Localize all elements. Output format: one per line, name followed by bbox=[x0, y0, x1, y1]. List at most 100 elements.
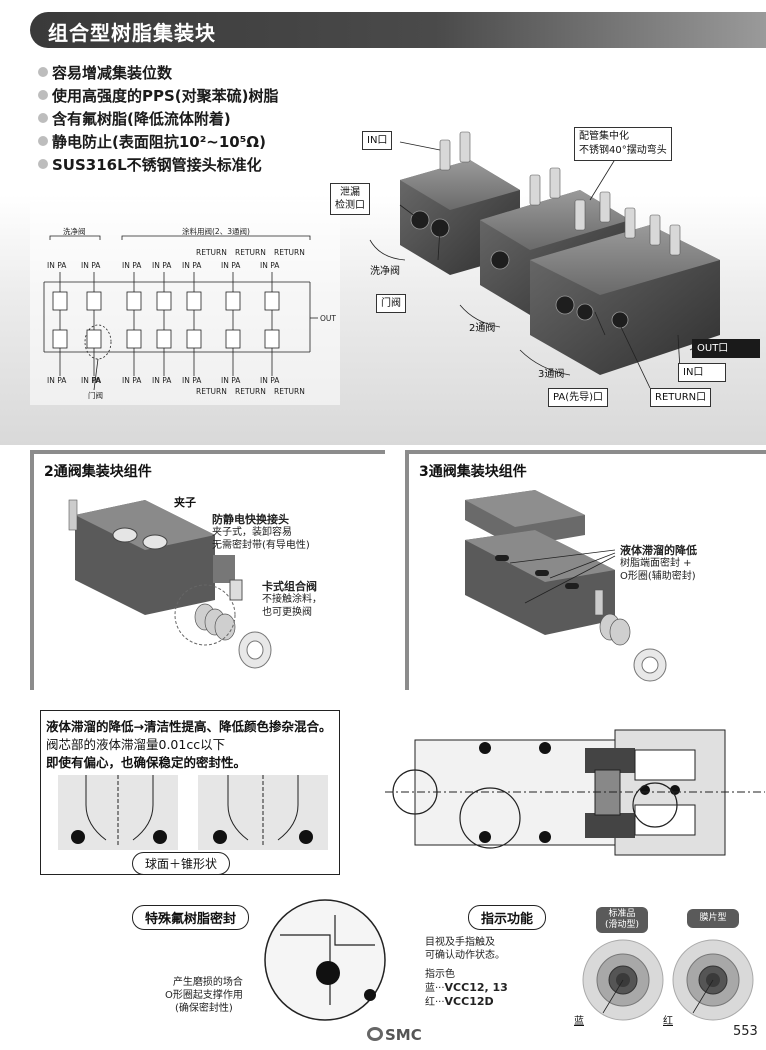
feature-item: 容易增减集装位数 bbox=[38, 62, 172, 83]
in-port-callout: IN口 bbox=[362, 131, 393, 150]
standard-tag: 标准品 (滑动型) bbox=[596, 907, 648, 933]
antistatic-title: 防静电快换接头 bbox=[212, 513, 289, 526]
return-label: RETURN bbox=[235, 248, 266, 257]
return-port-callout: RETURN口 bbox=[650, 388, 712, 407]
antistatic-note: 防静电快换接头 夹子式，装卸容易 无需密封带(有导电性) bbox=[212, 513, 310, 552]
indicator-photos bbox=[582, 939, 754, 1021]
cartridge-line-1: 不接触涂料， bbox=[262, 594, 322, 605]
feature-item: 使用高强度的PPS(对聚苯硫)树脂 bbox=[38, 85, 279, 106]
valve-symbol bbox=[186, 291, 202, 311]
leak-line-1: 泄漏 bbox=[340, 187, 360, 198]
feature-item: SUS316L不锈钢管接头标准化 bbox=[38, 154, 262, 175]
valve-symbol bbox=[186, 329, 202, 349]
two-way-label: 2通阀 bbox=[469, 323, 496, 334]
seal-detail-circle bbox=[264, 899, 386, 1021]
indicator-desc-2: 可确认动作状态。 bbox=[425, 950, 505, 961]
feature-item: 含有氟树脂(降低流体附着) bbox=[38, 108, 231, 129]
pa-label: PA bbox=[92, 376, 102, 385]
valve-symbol bbox=[225, 291, 241, 311]
valve-symbol bbox=[86, 329, 102, 349]
indicator-color-title: 指示色 bbox=[425, 969, 455, 980]
in-pa-label: IN PA bbox=[182, 376, 202, 385]
wash-valve-label: 洗净阀 bbox=[370, 266, 400, 277]
in-pa-label: IN PA bbox=[81, 261, 101, 270]
pa-port-callout: PA(先导)口 bbox=[548, 388, 609, 407]
retention-title: 液体滞溜的降低 bbox=[620, 544, 697, 557]
three-way-label: 3通阀 bbox=[538, 369, 565, 380]
in-pa-label: IN PA bbox=[221, 376, 241, 385]
retention-note: 液体滞溜的降低 树脂端面密封 + O形圈(辅助密封) bbox=[620, 544, 697, 583]
section-divider bbox=[405, 450, 766, 454]
two-way-illustration bbox=[68, 499, 272, 669]
info-line-1: 液体滞溜的降低→清洁性提高、降低颜色掺杂混合。 bbox=[46, 719, 332, 734]
page-number: 553 bbox=[733, 1024, 758, 1039]
three-way-illustration bbox=[465, 490, 667, 682]
seal-profile-drawing bbox=[58, 775, 328, 850]
section-title-3way: 3通阀集装块组件 bbox=[419, 464, 527, 480]
valve-symbol bbox=[264, 291, 280, 311]
indicator-desc: 目视及手指触及 可确认动作状态。 指示色 蓝···VCC12, 13 红···V… bbox=[425, 936, 508, 1009]
in-pa-label: IN PA bbox=[260, 261, 280, 270]
in-pa-label: IN PA bbox=[122, 261, 142, 270]
seal-note-line-3: (确保密封性) bbox=[175, 1003, 233, 1014]
return-label: RETURN bbox=[235, 387, 266, 396]
in-port-callout-bottom: IN口 bbox=[678, 363, 726, 382]
indicator-red: 红···VCC12D bbox=[425, 995, 494, 1008]
in-pa-label: IN PA bbox=[122, 376, 142, 385]
return-label: RETURN bbox=[196, 387, 227, 396]
valve-symbol bbox=[52, 291, 68, 311]
indicator-title: 指示功能 bbox=[468, 905, 547, 930]
seal-title: 特殊氟树脂密封 bbox=[132, 905, 250, 930]
valve-symbol bbox=[156, 291, 172, 311]
smc-logo-icon bbox=[367, 1027, 383, 1041]
cartridge-title: 卡式组合阀 bbox=[262, 580, 317, 593]
section-divider-vertical bbox=[405, 450, 409, 690]
section-divider-vertical bbox=[30, 450, 34, 690]
in-pa-label: IN PA bbox=[260, 376, 280, 385]
in-pa-label: IN PA bbox=[47, 376, 67, 385]
return-label: RETURN bbox=[274, 248, 305, 257]
wash-group-label: 洗净阀 bbox=[63, 227, 86, 236]
seal-note-line-2: O形圈起支撑作用 bbox=[165, 990, 243, 1001]
out-port-callout: OUT口 bbox=[692, 339, 760, 358]
paint-group-label: 涂料用阀(2、3通阀) bbox=[182, 227, 250, 236]
in-pa-label: IN PA bbox=[182, 261, 202, 270]
title-bar bbox=[30, 12, 766, 48]
leak-port-callout: 泄漏 检测口 bbox=[330, 183, 370, 215]
circuit-diagram: 洗净阀 涂料用阀(2、3通阀) RETURN RETURN RETURN IN … bbox=[30, 200, 340, 405]
red-label: 红 bbox=[663, 1016, 673, 1027]
in-pa-label: IN PA bbox=[152, 261, 172, 270]
clamp-label: 夹子 bbox=[174, 496, 196, 509]
return-label: RETURN bbox=[274, 387, 305, 396]
bullet-icon bbox=[38, 113, 48, 123]
info-line-2: 阀芯部的液体滞溜量0.01cc以下 bbox=[46, 737, 226, 752]
in-pa-label: IN PA bbox=[47, 261, 67, 270]
shape-label: 球面＋锥形状 bbox=[132, 852, 231, 875]
circuit-lines bbox=[43, 235, 318, 391]
feature-item: 静电防止(表面阻抗10²~10⁵Ω) bbox=[38, 131, 266, 152]
blue-label: 蓝 bbox=[574, 1016, 584, 1027]
retention-line-2: O形圈(辅助密封) bbox=[620, 571, 696, 582]
return-label: RETURN bbox=[196, 248, 227, 257]
valve-symbol bbox=[264, 329, 280, 349]
piping-title: 配管集中化 bbox=[579, 131, 629, 142]
bullet-icon bbox=[38, 136, 48, 146]
seal-note-line-1: 产生磨损的场合 bbox=[172, 977, 243, 988]
out-label: OUT bbox=[320, 314, 336, 323]
in-pa-label: IN PA bbox=[152, 376, 172, 385]
gate-label: 门阀 bbox=[88, 391, 103, 400]
piping-subtitle: 不锈钢40°摆动弯头 bbox=[579, 145, 667, 156]
brand-logo: SMC bbox=[367, 1026, 422, 1044]
valve-cross-section bbox=[385, 729, 765, 856]
antistatic-line-2: 无需密封带(有导电性) bbox=[212, 540, 310, 551]
gate-valve-callout: 门阀 bbox=[376, 294, 406, 313]
bullet-icon bbox=[38, 67, 48, 77]
indicator-desc-1: 目视及手指触及 bbox=[425, 937, 495, 948]
piping-callout: 配管集中化 不锈钢40°摆动弯头 bbox=[574, 127, 672, 161]
antistatic-line-1: 夹子式，装卸容易 bbox=[212, 527, 292, 538]
diaphragm-tag: 膜片型 bbox=[687, 909, 739, 928]
leak-line-2: 检测口 bbox=[335, 200, 365, 211]
page-title: 组合型树脂集装块 bbox=[48, 21, 216, 45]
seal-note: 产生磨损的场合 O形圈起支撑作用 (确保密封性) bbox=[165, 976, 243, 1015]
valve-symbol bbox=[225, 329, 241, 349]
